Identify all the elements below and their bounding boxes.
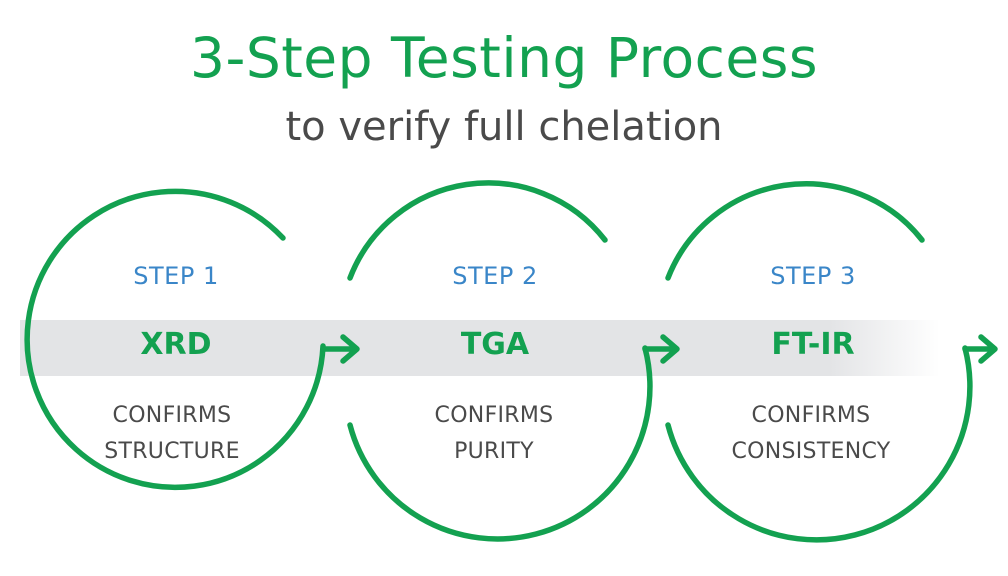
- circle-2-upper-arc: [347, 180, 608, 281]
- arrow-2-icon: [642, 334, 680, 364]
- circle-2-lower-arc: [347, 345, 653, 542]
- step-2-method: TGA: [460, 327, 530, 362]
- step-3-desc-line-1: CONFIRMS: [751, 403, 871, 428]
- arrow-1-icon: [320, 334, 360, 364]
- step-3-method: FT-IR: [771, 327, 855, 362]
- diagram-subtitle: to verify full chelation: [285, 104, 723, 150]
- step-1-method: XRD: [140, 327, 212, 362]
- step-3-description: CONFIRMS CONSISTENCY: [681, 398, 941, 470]
- circle-1-upper-arc: [24, 188, 326, 491]
- step-2-desc-line-2: PURITY: [454, 439, 534, 464]
- step-1-description: CONFIRMS STRUCTURE: [42, 398, 302, 470]
- process-band: [20, 320, 940, 376]
- step-3-desc-line-2: CONSISTENCY: [731, 439, 891, 464]
- step-2-label: STEP 2: [452, 262, 538, 290]
- step-1-desc-line-2: STRUCTURE: [104, 439, 240, 464]
- step-1-desc-line-1: CONFIRMS: [112, 403, 232, 428]
- step-1-label: STEP 1: [133, 262, 219, 290]
- step-2-desc-line-1: CONFIRMS: [434, 403, 554, 428]
- step-3-label: STEP 3: [770, 262, 856, 290]
- step-2-description: CONFIRMS PURITY: [364, 398, 624, 470]
- arrow-3-icon: [962, 334, 998, 364]
- circle-3-upper-arc: [665, 181, 925, 281]
- diagram-title: 3-Step Testing Process: [189, 26, 819, 90]
- circle-3-lower-arc: [665, 345, 973, 543]
